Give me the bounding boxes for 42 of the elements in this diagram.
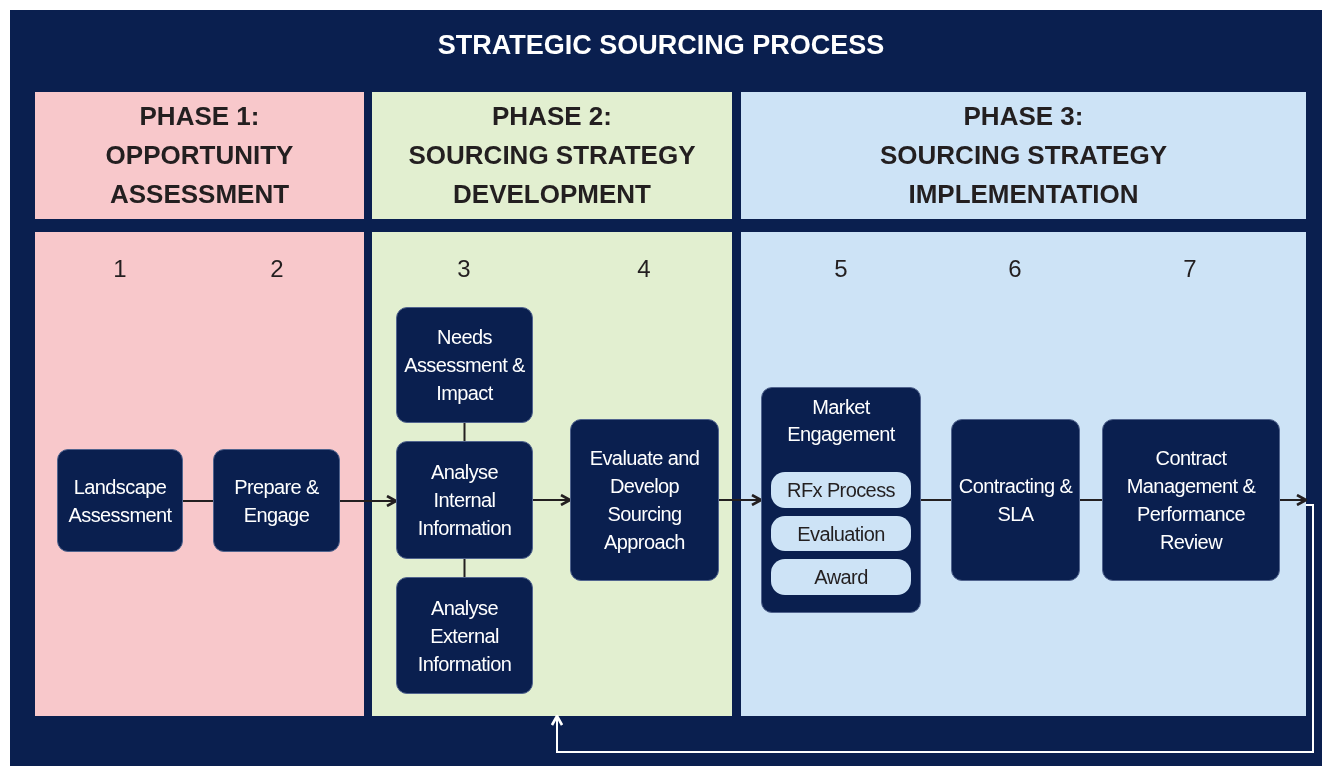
- process-box: Landscape Assessment: [57, 449, 183, 552]
- process-box: Contract Management & Performance Review: [1102, 419, 1280, 581]
- sub-step-box: Evaluation: [771, 516, 911, 551]
- connector-line: [182, 500, 214, 502]
- process-box: Needs Assessment & Impact: [396, 307, 533, 423]
- arrow: [550, 504, 1314, 753]
- process-box: Evaluate and Develop Sourcing Approach: [570, 419, 719, 581]
- step-number: 1: [113, 255, 127, 283]
- process-box: Market Engagement RFx Process Evaluation Award: [761, 387, 921, 613]
- phase-header-band: [35, 92, 364, 219]
- connector-line: [920, 499, 952, 501]
- process-box: Prepare & Engage: [213, 449, 340, 552]
- phase-number: PHASE 2:: [492, 100, 612, 133]
- phase-title: SOURCING STRATEGY IMPLEMENTATION: [879, 139, 1168, 211]
- arrow: [339, 494, 398, 508]
- step-number: 7: [1183, 255, 1197, 283]
- step-number: 2: [270, 255, 284, 283]
- phase-header-band: [741, 92, 1306, 219]
- process-box: Analyse External Information: [396, 577, 533, 694]
- sub-step-box: Award: [771, 559, 911, 595]
- connector-line: [463, 422, 466, 442]
- phase-title: SOURCING STRATEGY DEVELOPMENT: [407, 139, 697, 211]
- phase-title: OPPORTUNITY ASSESSMENT: [104, 139, 295, 211]
- step-number: 3: [457, 255, 471, 283]
- arrow: [1279, 493, 1308, 507]
- process-box: Analyse Internal Information: [396, 441, 533, 559]
- arrow: [532, 493, 572, 507]
- connector-line: [1079, 499, 1103, 501]
- arrow: [718, 493, 763, 507]
- phase-panel: [372, 232, 732, 716]
- connector-line: [463, 558, 466, 578]
- sub-step-box: RFx Process: [771, 472, 911, 508]
- phase-panel: [741, 232, 1306, 716]
- phase-number: PHASE 3:: [963, 100, 1084, 133]
- phase-number: PHASE 1:: [139, 100, 260, 133]
- process-box: Contracting & SLA: [951, 419, 1080, 581]
- phase-header-band: [372, 92, 732, 219]
- phase-panel: [35, 232, 364, 716]
- step-number: 4: [637, 255, 651, 283]
- step-number: 5: [834, 255, 848, 283]
- step-number: 6: [1008, 255, 1022, 283]
- diagram-title: STRATEGIC SOURCING PROCESS: [436, 30, 886, 61]
